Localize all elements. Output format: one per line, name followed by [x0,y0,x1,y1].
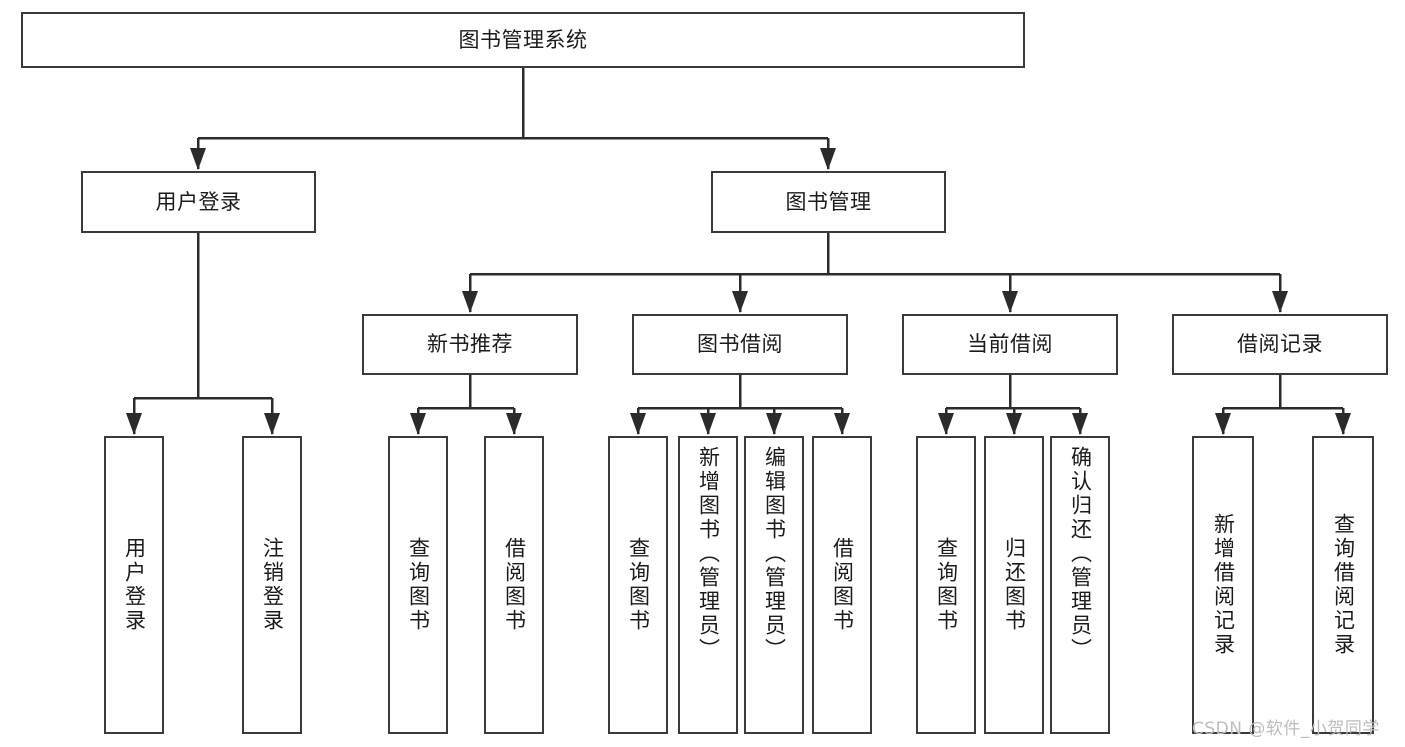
arrowhead-c-borrowrecord-bus-0 [1215,413,1231,435]
node-leaf-query-book-3[interactable]: 查询图书 [916,436,976,734]
node-leaf-query-record[interactable]: 查询借阅记录 [1312,436,1374,734]
node-label-leaf-logout: 注销登录 [260,537,285,633]
node-leaf-add-book[interactable]: 新增图书（管理员） [678,436,738,734]
node-label-leaf-confirm-return: 确认归还（管理员） [1068,446,1093,662]
node-label-leaf-query-record: 查询借阅记录 [1331,513,1356,657]
arrowhead-c-currentborrow-bus-0 [938,413,954,435]
node-leaf-logout[interactable]: 注销登录 [242,436,302,734]
node-label-leaf-return-book: 归还图书 [1002,537,1027,633]
node-new-book-recommend[interactable]: 新书推荐 [362,314,578,375]
arrowhead-c-currentborrow-bus-1 [1006,413,1022,435]
node-leaf-confirm-return[interactable]: 确认归还（管理员） [1050,436,1110,734]
node-label-borrow-record: 借阅记录 [1237,332,1323,357]
arrowhead-c-bookborrow-bus-2 [766,413,782,435]
node-leaf-edit-book[interactable]: 编辑图书（管理员） [744,436,804,734]
arrowhead-c-bookborrow-bus-0 [630,413,646,435]
node-label-leaf-user-login: 用户登录 [122,537,147,633]
arrowhead-c-bookmanage-bus-1 [732,291,748,313]
arrowhead-c-newbook-bus-0 [410,413,426,435]
node-label-root: 图书管理系统 [458,27,588,52]
watermark: CSDN @软件_小贺同学 [1192,719,1380,739]
arrowhead-c-userlogin-bus-0 [126,413,142,435]
node-label-current-borrow: 当前借阅 [967,332,1053,357]
node-book-manage[interactable]: 图书管理 [711,171,946,233]
node-label-leaf-add-book: 新增图书（管理员） [696,446,721,662]
node-label-leaf-query-book-1: 查询图书 [406,537,431,633]
node-borrow-record[interactable]: 借阅记录 [1172,314,1388,375]
node-leaf-borrow-book-1[interactable]: 借阅图书 [484,436,544,734]
node-label-book-borrow: 图书借阅 [697,332,783,357]
arrowhead-c-bookborrow-bus-1 [700,413,716,435]
node-label-leaf-query-book-2: 查询图书 [626,537,651,633]
arrowhead-c-bookmanage-bus-2 [1002,291,1018,313]
arrowhead-c-borrowrecord-bus-1 [1335,413,1351,435]
node-label-leaf-add-record: 新增借阅记录 [1211,513,1236,657]
node-label-leaf-edit-book: 编辑图书（管理员） [762,446,787,662]
node-current-borrow[interactable]: 当前借阅 [902,314,1118,375]
node-leaf-return-book[interactable]: 归还图书 [984,436,1044,734]
node-label-leaf-query-book-3: 查询图书 [934,537,959,633]
arrowhead-c-bookborrow-bus-3 [834,413,850,435]
node-root[interactable]: 图书管理系统 [21,12,1025,68]
node-user-login[interactable]: 用户登录 [81,171,316,233]
arrowhead-c-newbook-bus-1 [506,413,522,435]
node-leaf-query-book-2[interactable]: 查询图书 [608,436,668,734]
arrowhead-c-currentborrow-bus-2 [1072,413,1088,435]
node-book-borrow[interactable]: 图书借阅 [632,314,848,375]
arrowhead-c-root-bus-1 [820,148,836,170]
arrowhead-c-bookmanage-bus-0 [462,291,478,313]
node-label-book-manage: 图书管理 [785,189,872,214]
arrowhead-c-userlogin-bus-1 [264,413,280,435]
arrowhead-c-root-bus-0 [190,148,206,170]
node-leaf-user-login[interactable]: 用户登录 [104,436,164,734]
node-label-new-book-recommend: 新书推荐 [427,332,513,357]
node-leaf-borrow-book-2[interactable]: 借阅图书 [812,436,872,734]
node-leaf-add-record[interactable]: 新增借阅记录 [1192,436,1254,734]
node-leaf-query-book-1[interactable]: 查询图书 [388,436,448,734]
node-label-user-login: 用户登录 [155,189,242,214]
node-label-leaf-borrow-book-2: 借阅图书 [830,537,855,633]
node-label-leaf-borrow-book-1: 借阅图书 [502,537,527,633]
arrowhead-c-bookmanage-bus-3 [1272,291,1288,313]
